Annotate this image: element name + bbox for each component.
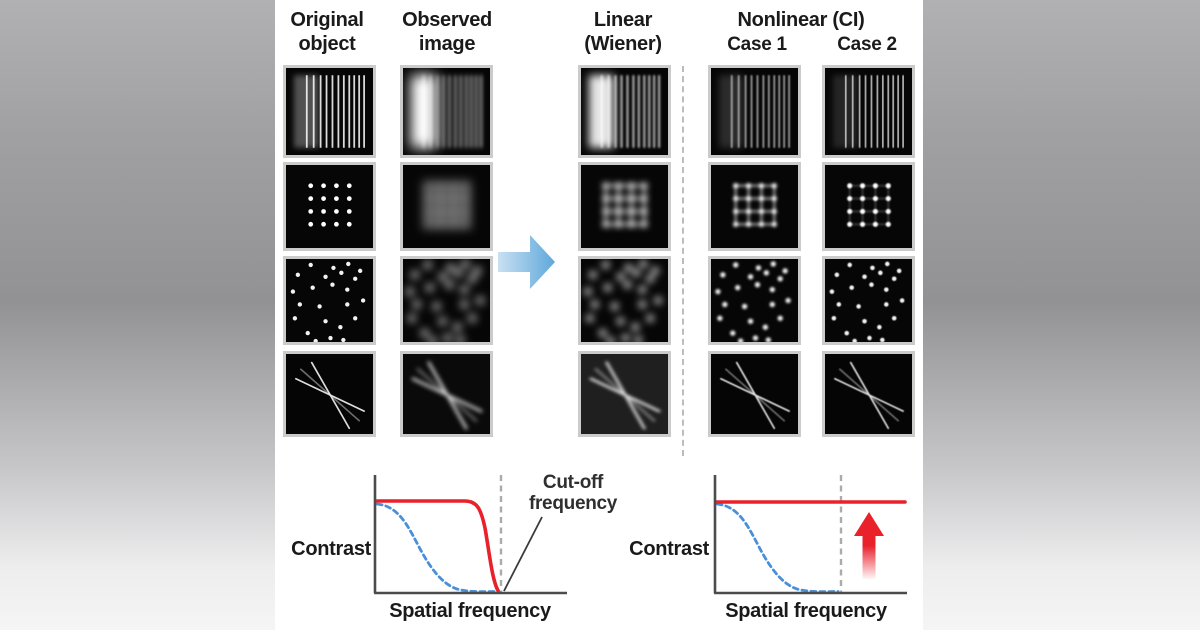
observed-contrast-curve (715, 502, 840, 594)
panel-random-dots-wiener (578, 256, 671, 345)
dot-grid-image (711, 165, 798, 248)
left-plot-xlabel: Spatial frequency (389, 600, 551, 622)
panel-random-dots-observed (400, 256, 493, 345)
wiener-restored-contrast-curve (375, 499, 500, 593)
cutoff-frequency-annotation: Cut-off frequency (515, 472, 631, 514)
random-dots-image (825, 259, 912, 342)
crossed-lines-image (403, 354, 490, 434)
panel-crossed-lines-original (283, 351, 376, 437)
observed-contrast-curve (375, 502, 501, 594)
header-line: Observed (402, 9, 492, 31)
section-separator-dashed-line (682, 66, 684, 456)
group-header-nonlinear-ci: Nonlinear (CI) (737, 9, 865, 31)
column-header-original: Original object (277, 8, 377, 56)
random-dots-image (711, 259, 798, 342)
random-dots-image (403, 259, 490, 342)
header-line: object (298, 33, 356, 55)
grating-image (286, 68, 373, 155)
panel-grating-observed (400, 65, 493, 158)
column-header-observed: Observed image (397, 8, 497, 56)
panel-grating-original (283, 65, 376, 158)
contrast-gain-up-arrow-icon (854, 512, 884, 579)
header-line: (Wiener) (584, 33, 662, 55)
header-line: Original (290, 9, 364, 31)
left-plot-ylabel: Contrast (291, 538, 371, 560)
dot-grid-image (825, 165, 912, 248)
panel-grating-case2 (822, 65, 915, 158)
annotation-line: frequency (528, 493, 618, 514)
panel-dot-grid-observed (400, 162, 493, 251)
grating-image (403, 68, 490, 155)
panel-crossed-lines-wiener (578, 351, 671, 437)
grating-image (825, 68, 912, 155)
panel-dot-grid-case1 (708, 162, 801, 251)
panel-random-dots-case1 (708, 256, 801, 345)
frequency-response-plots (373, 475, 907, 595)
crossed-lines-image (711, 354, 798, 434)
dot-grid-image (581, 165, 668, 248)
right-plot-nonlinear (713, 475, 907, 595)
random-dots-image (581, 259, 668, 342)
panel-crossed-lines-case1 (708, 351, 801, 437)
column-header-case2: Case 2 (837, 34, 897, 55)
panel-random-dots-case2 (822, 256, 915, 345)
figure-sheet: Original object Observed image Linear (W… (275, 0, 923, 630)
grating-image (711, 68, 798, 155)
panel-dot-grid-case2 (822, 162, 915, 251)
panel-random-dots-original (283, 256, 376, 345)
grating-image (581, 68, 668, 155)
column-header-case1: Case 1 (727, 34, 787, 55)
header-line: image (418, 33, 476, 55)
panel-crossed-lines-observed (400, 351, 493, 437)
crossed-lines-image (825, 354, 912, 434)
column-header-wiener: Linear (Wiener) (573, 8, 673, 56)
crossed-lines-image (581, 354, 668, 434)
right-plot-ylabel: Contrast (629, 538, 709, 560)
panel-grating-case1 (708, 65, 801, 158)
annotation-line: Cut-off (542, 472, 604, 493)
panel-grating-wiener (578, 65, 671, 158)
panel-dot-grid-original (283, 162, 376, 251)
header-line: Linear (593, 9, 653, 31)
right-plot-xlabel: Spatial frequency (725, 600, 887, 622)
right-arrow-shape (498, 235, 555, 289)
panel-crossed-lines-case2 (822, 351, 915, 437)
left-plot-linear (373, 475, 567, 595)
dot-grid-image (403, 165, 490, 248)
cutoff-annotation-pointer-line (503, 516, 543, 592)
panel-dot-grid-wiener (578, 162, 671, 251)
dot-grid-image (286, 165, 373, 248)
right-arrow-icon (498, 235, 555, 289)
random-dots-image (286, 259, 373, 342)
crossed-lines-image (286, 354, 373, 434)
